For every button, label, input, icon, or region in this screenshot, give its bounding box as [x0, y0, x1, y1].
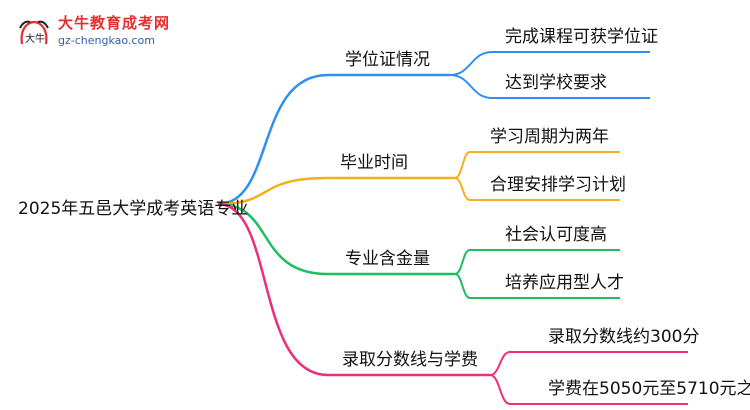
child-connector: [454, 249, 471, 275]
logo-title: 大牛教育成考网: [58, 14, 171, 32]
branch-label: 毕业时间: [340, 153, 408, 173]
branch-connector: [217, 202, 329, 377]
child-connector: [449, 74, 493, 99]
child-label: 完成课程可获学位证: [505, 27, 658, 47]
branch-label: 学位证情况: [345, 50, 430, 70]
child-label: 社会认可度高: [505, 225, 607, 245]
bull-logo-icon: 大牛: [19, 20, 49, 45]
child-connector: [489, 374, 511, 405]
root-node-label: 2025年五邑大学成考英语专业: [18, 199, 248, 219]
child-connector: [454, 273, 471, 299]
child-connector: [489, 351, 511, 376]
branch-connector: [217, 176, 329, 206]
child-label: 合理安排学习计划: [490, 175, 626, 195]
branch-connector: [217, 73, 329, 206]
branch-connector: [217, 202, 329, 276]
child-label: 录取分数线约300分: [548, 327, 699, 347]
child-label: 学习周期为两年: [490, 127, 609, 147]
child-label: 学费在5050元至5710元之间: [548, 379, 750, 399]
child-connector: [454, 177, 471, 201]
child-connector: [449, 51, 493, 76]
child-label: 达到学校要求: [505, 73, 607, 93]
svg-text:大牛: 大牛: [25, 32, 45, 45]
site-logo: 大牛 大牛教育成考网 gz-chengkao.com: [14, 12, 169, 54]
child-connector: [454, 151, 471, 179]
logo-url: gz-chengkao.com: [58, 34, 155, 47]
branch-label: 录取分数线与学费: [342, 350, 478, 370]
branch-label: 专业含金量: [345, 249, 430, 269]
child-label: 培养应用型人才: [505, 273, 624, 293]
